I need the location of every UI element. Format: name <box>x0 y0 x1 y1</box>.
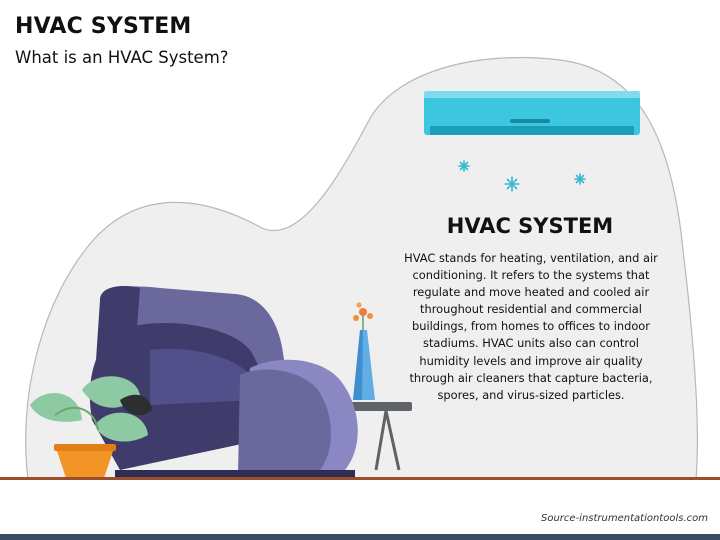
vase-icon <box>353 330 375 400</box>
content-body: HVAC stands for heating, ventilation, an… <box>404 251 658 402</box>
source-credit: Source-instrumentationtools.com <box>541 513 708 524</box>
flower-icon <box>353 302 373 330</box>
side-table-icon <box>348 402 412 471</box>
content-title: HVAC SYSTEM <box>446 214 614 238</box>
page-title: HVAC SYSTEM <box>15 14 192 39</box>
air-conditioner-icon <box>424 91 640 135</box>
potted-plant-icon <box>30 376 152 478</box>
floor-line <box>0 477 720 480</box>
snowflake-icon <box>458 160 586 192</box>
page-subtitle: What is an HVAC System? <box>15 48 229 67</box>
bottom-bar <box>0 534 720 540</box>
